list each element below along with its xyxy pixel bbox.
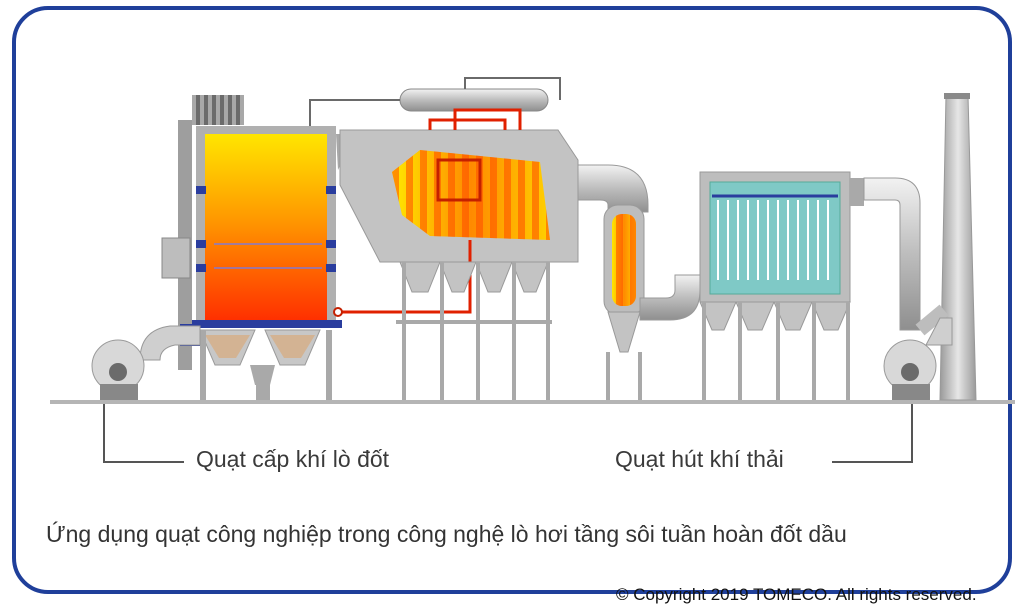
induced-draft-fan — [883, 317, 953, 400]
callout-line-right — [832, 404, 913, 463]
induced-draft-fan-label: Quạt hút khí thải — [615, 446, 784, 472]
exhaust-duct — [863, 177, 921, 331]
diagram-caption: Ứng dụng quạt công nghiệp trong công ngh… — [46, 521, 847, 547]
heat-exchanger — [333, 108, 579, 400]
forced-draft-fan — [91, 325, 201, 400]
steam-drum — [309, 77, 561, 126]
ground-line — [50, 400, 1015, 404]
air-preheater — [603, 204, 701, 400]
bag-filter — [699, 171, 864, 400]
copyright-notice: © Copyright 2019 TOMECO. All rights rese… — [616, 585, 977, 604]
forced-draft-fan-label: Quạt cấp khí lò đốt — [196, 446, 390, 472]
callout-line-left — [103, 404, 184, 463]
